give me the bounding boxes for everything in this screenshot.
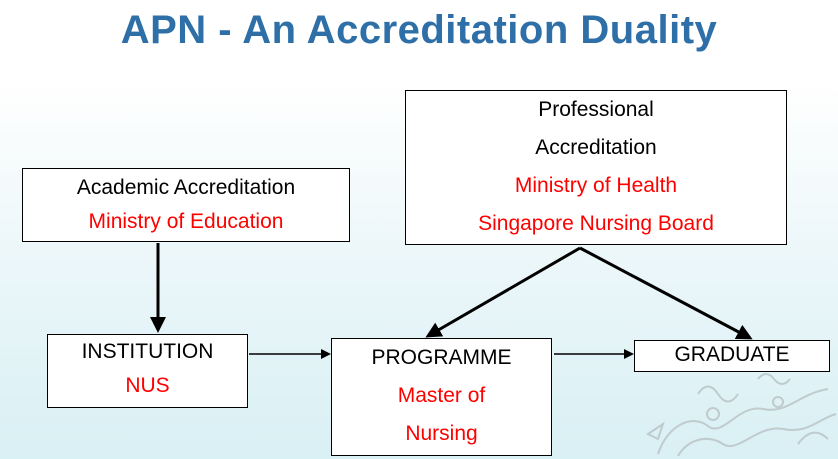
accreditation-label: Accreditation — [535, 136, 657, 159]
institution-label: INSTITUTION — [81, 340, 214, 363]
programme-box: PROGRAMME Master of Nursing — [331, 338, 552, 456]
nus-label: NUS — [125, 374, 170, 397]
nursing-label: Nursing — [405, 422, 478, 445]
academic-accreditation-label: Academic Accreditation — [76, 176, 296, 199]
singapore-nursing-board-label: Singapore Nursing Board — [478, 212, 714, 235]
ministry-of-health-label: Ministry of Health — [514, 174, 678, 197]
graduate-label: GRADUATE — [674, 343, 790, 366]
academic-accreditation-box: Academic Accreditation Ministry of Educa… — [22, 168, 350, 242]
professional-label: Professional — [538, 98, 654, 121]
programme-label: PROGRAMME — [371, 346, 512, 369]
page-title: APN - An Accreditation Duality — [120, 8, 718, 52]
arrow-professional-to-programme — [425, 246, 581, 338]
graduate-box: GRADUATE — [634, 340, 830, 372]
dragon-watermark-icon — [646, 373, 837, 457]
master-of-label: Master of — [397, 384, 486, 407]
professional-accreditation-box: Professional Accreditation Ministry of H… — [405, 90, 787, 245]
institution-box: INSTITUTION NUS — [47, 334, 248, 408]
ministry-of-education-label: Ministry of Education — [88, 210, 284, 233]
arrow-professional-to-graduate — [579, 246, 753, 340]
